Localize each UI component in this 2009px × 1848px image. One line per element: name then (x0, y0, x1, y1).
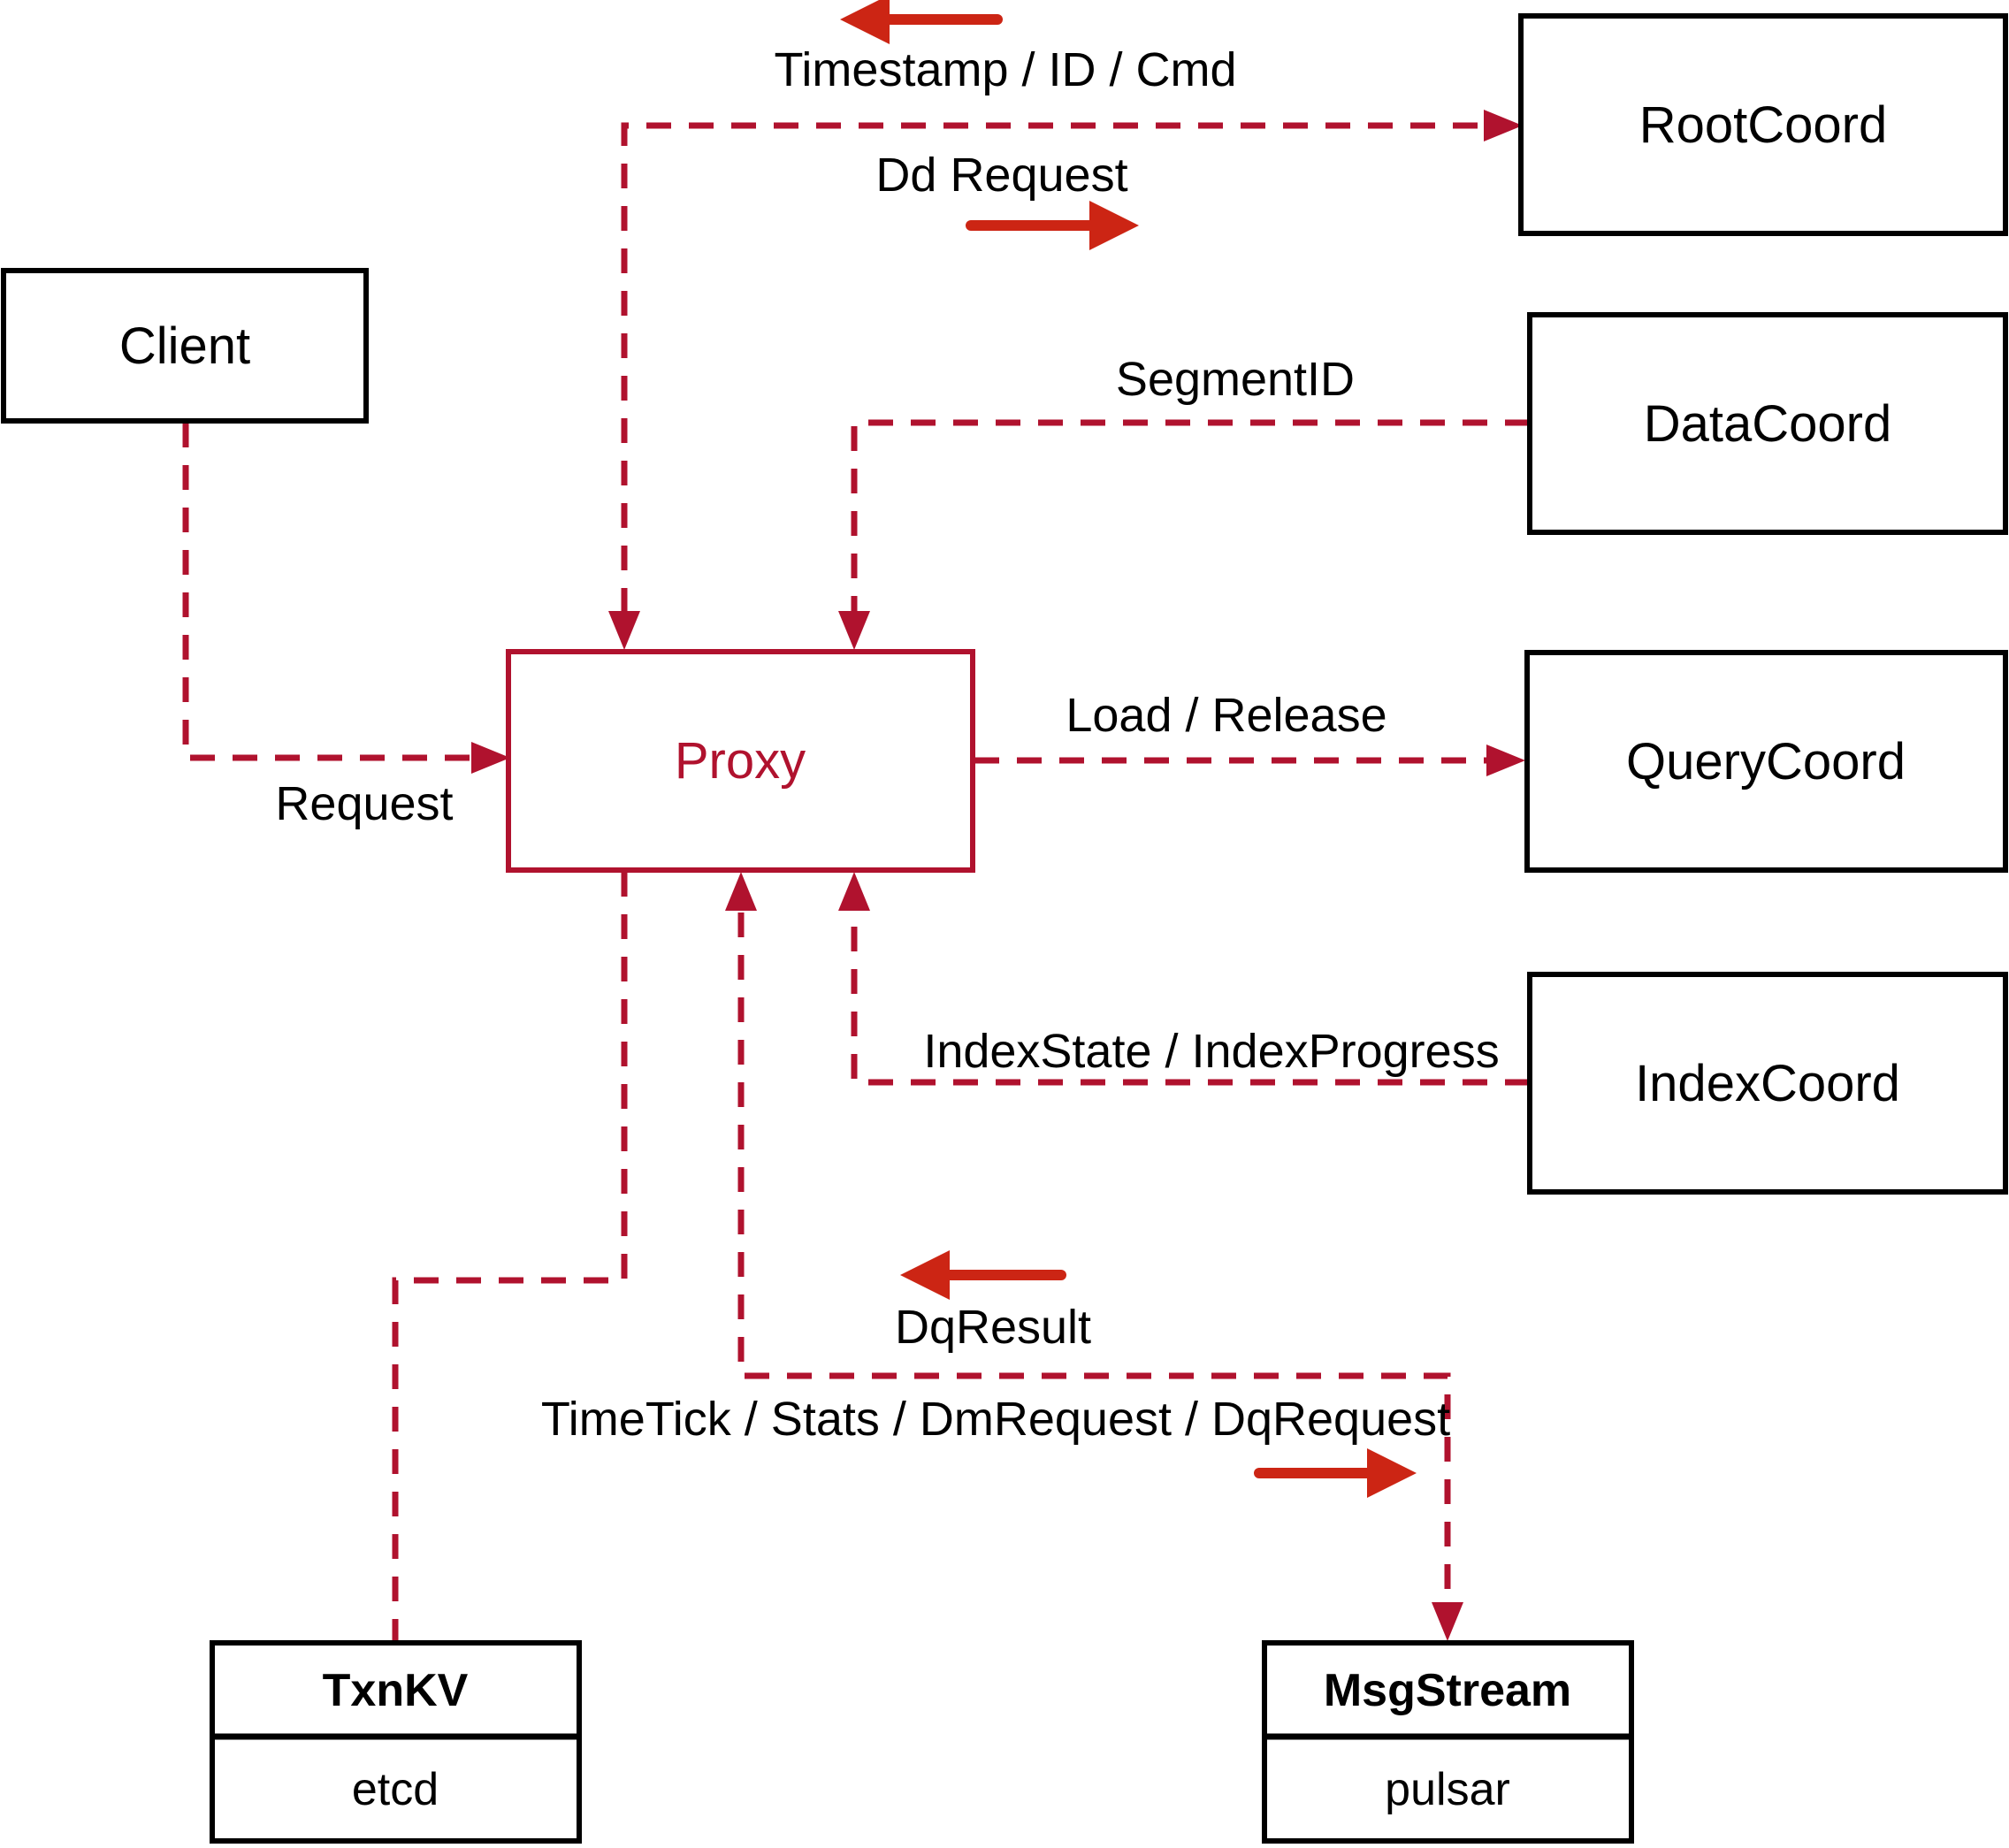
arrowhead-right-into-rootcoord-icon (1484, 110, 1523, 141)
indexcoord-proxy-line (851, 913, 1530, 1086)
rootcoord-node: RootCoord (1518, 13, 2008, 236)
rootcoord-label: RootCoord (1639, 96, 1887, 154)
arrowhead-up-into-proxy-icon (838, 872, 870, 911)
querycoord-node: QueryCoord (1524, 650, 2008, 873)
txnkv-impl: etcd (352, 1764, 439, 1815)
msgstream-impl: pulsar (1385, 1764, 1510, 1815)
timetick-direction-arrow (1254, 1448, 1417, 1498)
txnkv-title: TxnKV (323, 1665, 469, 1716)
rootcoord-box (1518, 13, 2008, 236)
edge-datacoord-proxy (838, 419, 1530, 650)
arrowhead-up-into-proxy-2-icon (725, 872, 757, 911)
arrow-right-icon (1089, 201, 1139, 250)
arrow-left-icon (840, 0, 890, 44)
txnkv-node: TxnKV etcd (210, 1640, 582, 1844)
msgstream-title: MsgStream (1324, 1665, 1571, 1716)
indexstate-edge-label: IndexState / IndexProgress (923, 1025, 1499, 1078)
datacoord-node: DataCoord (1527, 312, 2008, 535)
dqresult-direction-arrow (900, 1250, 1066, 1300)
arrowhead-down-into-msgstream-icon (1432, 1602, 1463, 1641)
arrowhead-right-into-querycoord-icon (1486, 745, 1525, 776)
proxy-rootcoord-line (621, 122, 1484, 613)
dd-request-direction-arrow (966, 201, 1139, 250)
datacoord-label: DataCoord (1644, 395, 1891, 453)
proxy-txnkv-line (392, 872, 628, 1641)
edge-client-proxy (182, 423, 510, 774)
arrowhead-down-into-proxy-2-icon (838, 611, 870, 650)
querycoord-label: QueryCoord (1626, 733, 1906, 790)
proxy-node: Proxy (506, 649, 975, 873)
arrowhead-right-into-proxy-icon (471, 742, 510, 774)
client-proxy-line (182, 423, 471, 761)
arrow-left-2-icon (900, 1250, 950, 1300)
txnkv-box (210, 1640, 582, 1844)
datacoord-proxy-line (851, 419, 1530, 613)
proxy-box (506, 649, 975, 873)
edge-proxy-txnkv (392, 872, 628, 1641)
request-edge-label: Request (275, 777, 453, 830)
indexcoord-label: IndexCoord (1635, 1055, 1900, 1112)
segmentid-edge-label: SegmentID (1116, 353, 1355, 406)
edge-indexcoord-proxy (838, 872, 1530, 1086)
arrow-right-2-icon (1367, 1448, 1417, 1498)
edge-proxy-msgstream (725, 872, 1463, 1641)
querycoord-box (1524, 650, 2008, 873)
dd-request-edge-label: Dd Request (875, 149, 1127, 202)
arrowhead-down-into-proxy-icon (608, 611, 640, 650)
edge-proxy-rootcoord (608, 110, 1523, 650)
msgstream-box (1262, 1640, 1634, 1844)
msgstream-node: MsgStream pulsar (1262, 1640, 1634, 1844)
indexcoord-box (1527, 972, 2008, 1195)
timetick-edge-label: TimeTick / Stats / DmRequest / DqRequest (541, 1393, 1450, 1446)
timestamp-edge-label: Timestamp / ID / Cmd (774, 43, 1236, 96)
datacoord-box (1527, 312, 2008, 535)
indexcoord-node: IndexCoord (1527, 972, 2008, 1195)
proxy-label: Proxy (675, 732, 806, 790)
client-box (1, 268, 369, 424)
edge-proxy-querycoord (974, 745, 1525, 776)
timestamp-direction-arrow (840, 0, 1003, 44)
proxy-msgstream-line (737, 913, 1451, 1602)
client-label: Client (119, 317, 250, 375)
client-node: Client (1, 268, 369, 424)
dqresult-edge-label: DqResult (895, 1301, 1091, 1354)
load-release-edge-label: Load / Release (1066, 689, 1386, 742)
